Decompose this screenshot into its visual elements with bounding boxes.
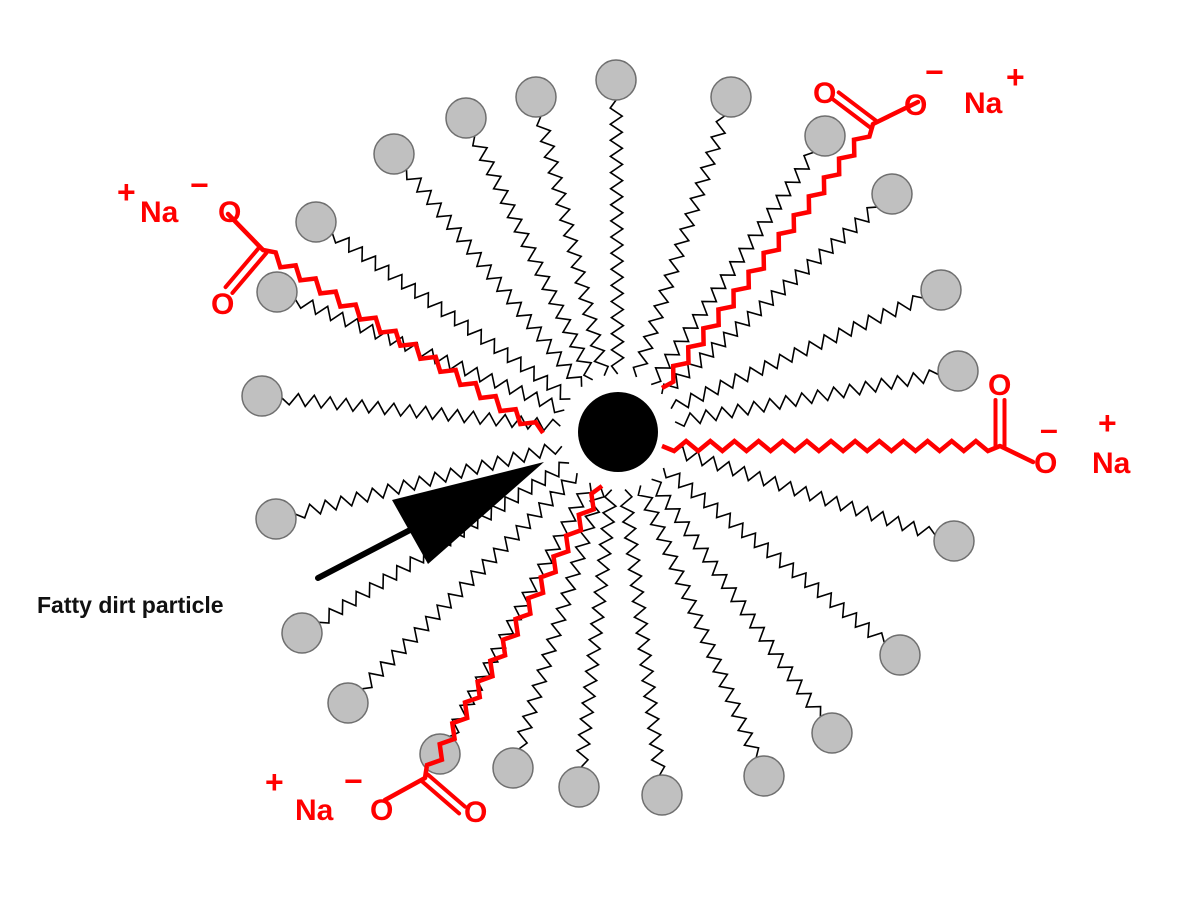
sodium-charge: + [265,764,284,800]
hydrophilic-head [373,133,415,175]
carbon-oxygen-single-bond [870,99,921,127]
oxygen-double-label: O [988,369,1011,402]
oxygen-charge: − [344,763,363,799]
oxygen-charge: − [190,167,209,203]
soap-tail [262,247,545,435]
fatty-dirt-particle-label: Fatty dirt particle [37,592,224,618]
hydrophobic-tail [661,206,877,395]
hydrophobic-tail [619,489,666,776]
hydrophobic-tail [674,369,939,428]
sodium-charge: + [1006,59,1025,95]
carbon-oxygen-single-bond [225,211,266,253]
sodium-label: Na [140,196,179,229]
fatty-dirt-particle [578,392,658,472]
hydrophobic-tail [295,443,563,519]
hydrophobic-tail [449,482,593,738]
soap-molecule [382,484,604,816]
hydrophilic-head [515,76,557,118]
hydrophilic-head [804,115,846,157]
hydrophilic-head [743,755,785,797]
hydrophobic-tail [405,169,583,387]
oxygen-single-label: O [370,794,393,827]
hydrophilic-head [879,634,921,676]
hydrophobic-tail [535,116,610,377]
hydrophobic-tail [632,115,727,378]
hydrophobic-tail [670,294,923,410]
sodium-label: Na [1092,447,1131,480]
arrow-head [392,462,544,564]
carbon-oxygen-double-bond [420,779,462,816]
soap-molecule-structures [223,90,1036,816]
soap-tail [422,484,604,779]
oxygen-single-label: O [904,89,927,122]
carbon-oxygen-single-bond [997,443,1036,465]
hydrophilic-head [281,612,323,654]
hydrophilic-head [558,766,600,808]
hydrophobic-tail [608,99,626,375]
hydrophobic-tail [575,489,618,768]
hydrophobic-tail [281,392,561,432]
hydrophobic-tail [637,485,760,758]
hydrophilic-head [241,375,283,417]
hydrophilic-head [871,173,913,215]
hydrophilic-head [492,747,534,789]
hydrophilic-head [937,350,979,392]
oxygen-double-label: O [813,77,836,110]
annotation-arrow [315,462,544,581]
hydrophilic-heads [241,59,979,816]
oxygen-charge: – [1040,411,1058,447]
soap-molecule [661,398,1036,465]
oxygen-double-label: O [464,796,487,829]
carbon-oxygen-double-bond [831,97,873,130]
carbon-oxygen-double-bond [425,772,467,809]
hydrophobic-tail [361,472,578,690]
hydrophilic-head [327,682,369,724]
sodium-charge: + [1098,405,1117,441]
hydrophilic-head [933,520,975,562]
sodium-label: Na [964,87,1003,120]
soap-tail [660,123,876,390]
hydrophobic-tail [672,445,936,537]
hydrophilic-head [256,271,298,313]
soap-molecule [660,90,921,390]
hydrophobic-tail [516,487,606,750]
oxygen-charge: − [925,54,944,90]
hydrophilic-head [920,269,962,311]
carbon-oxygen-single-bond [382,775,428,803]
hydrophilic-head [445,97,487,139]
hydrophobic-tail [650,151,814,386]
hydrophobic-tail [471,135,594,381]
carbon-oxygen-double-bond [223,245,262,290]
hydrophilic-head [595,59,637,101]
hydrophilic-head [811,712,853,754]
sodium-charge: + [117,174,136,210]
hydrophilic-head [295,201,337,243]
soap-molecule [223,211,545,435]
oxygen-double-label: O [211,288,234,321]
oxygen-single-label: O [218,196,241,229]
hydrophobic-tail [294,298,565,414]
carbon-oxygen-double-bond [230,250,269,295]
oxygen-single-label: O [1034,447,1057,480]
hydrophobic-tails [281,99,939,776]
hydrophobic-tail [331,233,571,401]
hydrophilic-head [641,774,683,816]
hydrophobic-tail [662,467,886,643]
hydrophilic-head [710,76,752,118]
hydrophobic-tail [651,478,822,717]
hydrophilic-head [255,498,297,540]
carbon-oxygen-double-bond [836,90,878,123]
sodium-label: Na [295,794,334,827]
soap-tail [661,438,1001,454]
